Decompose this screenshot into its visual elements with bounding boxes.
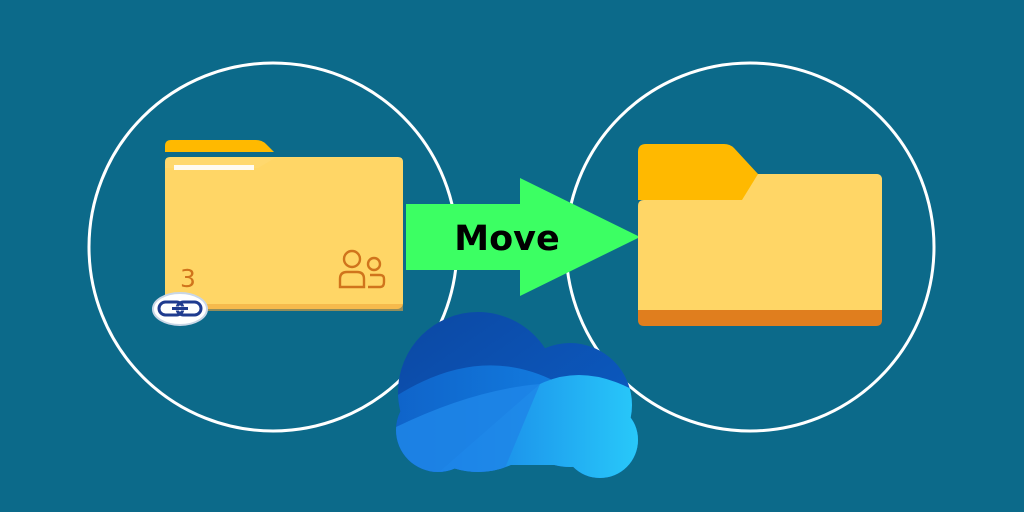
onedrive-cloud-icon bbox=[396, 312, 638, 478]
member-count: 3 bbox=[180, 264, 196, 293]
folder-icon bbox=[638, 144, 882, 326]
move-arrow: Move bbox=[406, 178, 640, 296]
link-icon bbox=[152, 292, 208, 326]
people-icon bbox=[338, 249, 386, 289]
arrow-icon bbox=[406, 178, 640, 296]
shared-folder-icon: 3 bbox=[152, 140, 403, 326]
move-label: Move bbox=[454, 219, 559, 259]
